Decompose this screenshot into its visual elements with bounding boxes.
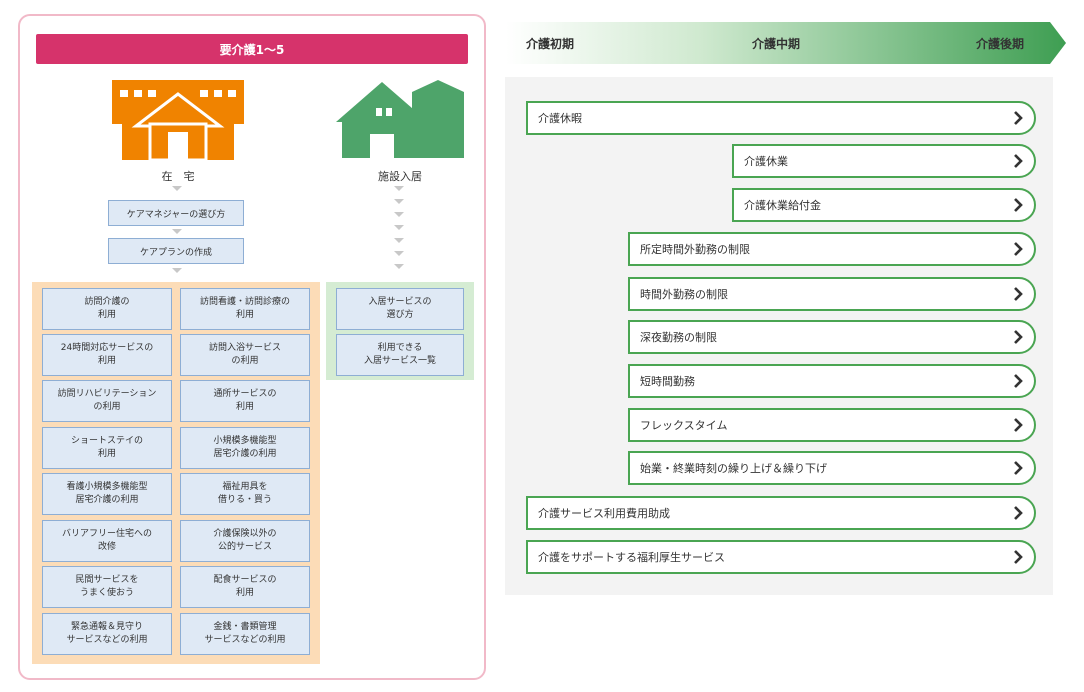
- arrow-down-icon: [394, 251, 404, 256]
- arrow-down-icon: [394, 264, 404, 269]
- item-label: 短時間勤務: [640, 375, 695, 388]
- item-label: 介護サービス利用費用助成: [538, 507, 670, 520]
- item-label: 介護休業: [744, 155, 788, 168]
- care-level-header: 要介護1～5: [36, 34, 468, 64]
- item-care-benefit[interactable]: 介護休業給付金: [732, 188, 1036, 222]
- arrow-down-icon: [394, 199, 404, 204]
- home-house-icon: [112, 80, 244, 160]
- arrow-down-icon: [394, 238, 404, 243]
- facility-label: 施設入居: [378, 170, 422, 183]
- item-shift-start-end[interactable]: 始業・終業時刻の繰り上げ＆繰り下げ: [628, 451, 1036, 485]
- care-phase-timeline: 介護初期 介護中期 介護後期: [506, 22, 1066, 64]
- care-plan-step[interactable]: ケアプランの作成: [108, 238, 244, 264]
- chevron-right-icon: [1014, 287, 1023, 301]
- item-label: 介護をサポートする福利厚生サービス: [538, 551, 725, 564]
- service-box[interactable]: 福祉用具を 借りる・買う: [180, 473, 310, 515]
- service-box[interactable]: 介護保険以外の 公的サービス: [180, 520, 310, 562]
- item-flextime[interactable]: フレックスタイム: [628, 408, 1036, 442]
- arrow-down-icon: [394, 212, 404, 217]
- item-care-suspension[interactable]: 介護休業: [732, 144, 1036, 178]
- service-box[interactable]: ショートステイの 利用: [42, 427, 172, 469]
- item-label: 始業・終業時刻の繰り上げ＆繰り下げ: [640, 462, 827, 475]
- item-overtime-limit[interactable]: 時間外勤務の制限: [628, 277, 1036, 311]
- service-box[interactable]: 配食サービスの 利用: [180, 566, 310, 608]
- chevron-right-icon: [1014, 506, 1023, 520]
- phase-late: 介護後期: [976, 36, 1025, 51]
- facility-service-box[interactable]: 利用できる 入居サービス一覧: [336, 334, 464, 376]
- care-level-panel: 要介護1～5 在 宅 施設入居 ケアマネジャーの選び方 ケアプランの作成: [18, 14, 486, 680]
- service-box[interactable]: 訪問看護・訪問診療の 利用: [180, 288, 310, 330]
- item-label: 時間外勤務の制限: [640, 288, 728, 301]
- chevron-right-icon: [1014, 374, 1023, 388]
- chevron-right-icon: [1014, 242, 1023, 256]
- item-label: 所定時間外勤務の制限: [640, 243, 750, 256]
- item-label: 介護休業給付金: [744, 199, 821, 212]
- chevron-right-icon: [1014, 418, 1023, 432]
- arrow-down-icon: [172, 186, 182, 191]
- timeline-arrow-shape: [506, 22, 1066, 64]
- service-box[interactable]: 小規模多機能型 居宅介護の利用: [180, 427, 310, 469]
- arrow-down-icon: [172, 268, 182, 273]
- phase-middle: 介護中期: [752, 36, 801, 51]
- item-label: フレックスタイム: [640, 419, 728, 432]
- item-short-hours[interactable]: 短時間勤務: [628, 364, 1036, 398]
- service-box[interactable]: 民間サービスを うまく使おう: [42, 566, 172, 608]
- service-box[interactable]: 通所サービスの 利用: [180, 380, 310, 422]
- item-care-service-subsidy[interactable]: 介護サービス利用費用助成: [526, 496, 1036, 530]
- chevron-right-icon: [1014, 550, 1023, 564]
- chevron-right-icon: [1014, 111, 1023, 125]
- item-label: 深夜勤務の制限: [640, 331, 717, 344]
- care-manager-step[interactable]: ケアマネジャーの選び方: [108, 200, 244, 226]
- item-overtime-limit-prescribed[interactable]: 所定時間外勤務の制限: [628, 232, 1036, 266]
- service-box[interactable]: 24時間対応サービスの 利用: [42, 334, 172, 376]
- item-label: 介護休暇: [538, 112, 582, 125]
- chevron-right-icon: [1014, 330, 1023, 344]
- item-care-leave[interactable]: 介護休暇: [526, 101, 1036, 135]
- chevron-right-icon: [1014, 461, 1023, 475]
- service-box[interactable]: 訪問入浴サービス の利用: [180, 334, 310, 376]
- service-box[interactable]: 看護小規模多機能型 居宅介護の利用: [42, 473, 172, 515]
- facility-service-box[interactable]: 入居サービスの 選び方: [336, 288, 464, 330]
- arrow-down-icon: [394, 225, 404, 230]
- arrow-down-icon: [172, 229, 182, 234]
- facility-house-icon: [336, 80, 464, 158]
- service-box[interactable]: 金銭・書類管理 サービスなどの利用: [180, 613, 310, 655]
- arrow-down-icon: [394, 186, 404, 191]
- service-box[interactable]: 訪問リハビリテーション の利用: [42, 380, 172, 422]
- home-label: 在 宅: [161, 170, 195, 183]
- service-box[interactable]: バリアフリー住宅への 改修: [42, 520, 172, 562]
- item-welfare-services[interactable]: 介護をサポートする福利厚生サービス: [526, 540, 1036, 574]
- chevron-right-icon: [1014, 198, 1023, 212]
- service-box[interactable]: 訪問介護の 利用: [42, 288, 172, 330]
- phase-early: 介護初期: [526, 36, 575, 51]
- service-box[interactable]: 緊急通報＆見守り サービスなどの利用: [42, 613, 172, 655]
- chevron-right-icon: [1014, 154, 1023, 168]
- item-night-work-limit[interactable]: 深夜勤務の制限: [628, 320, 1036, 354]
